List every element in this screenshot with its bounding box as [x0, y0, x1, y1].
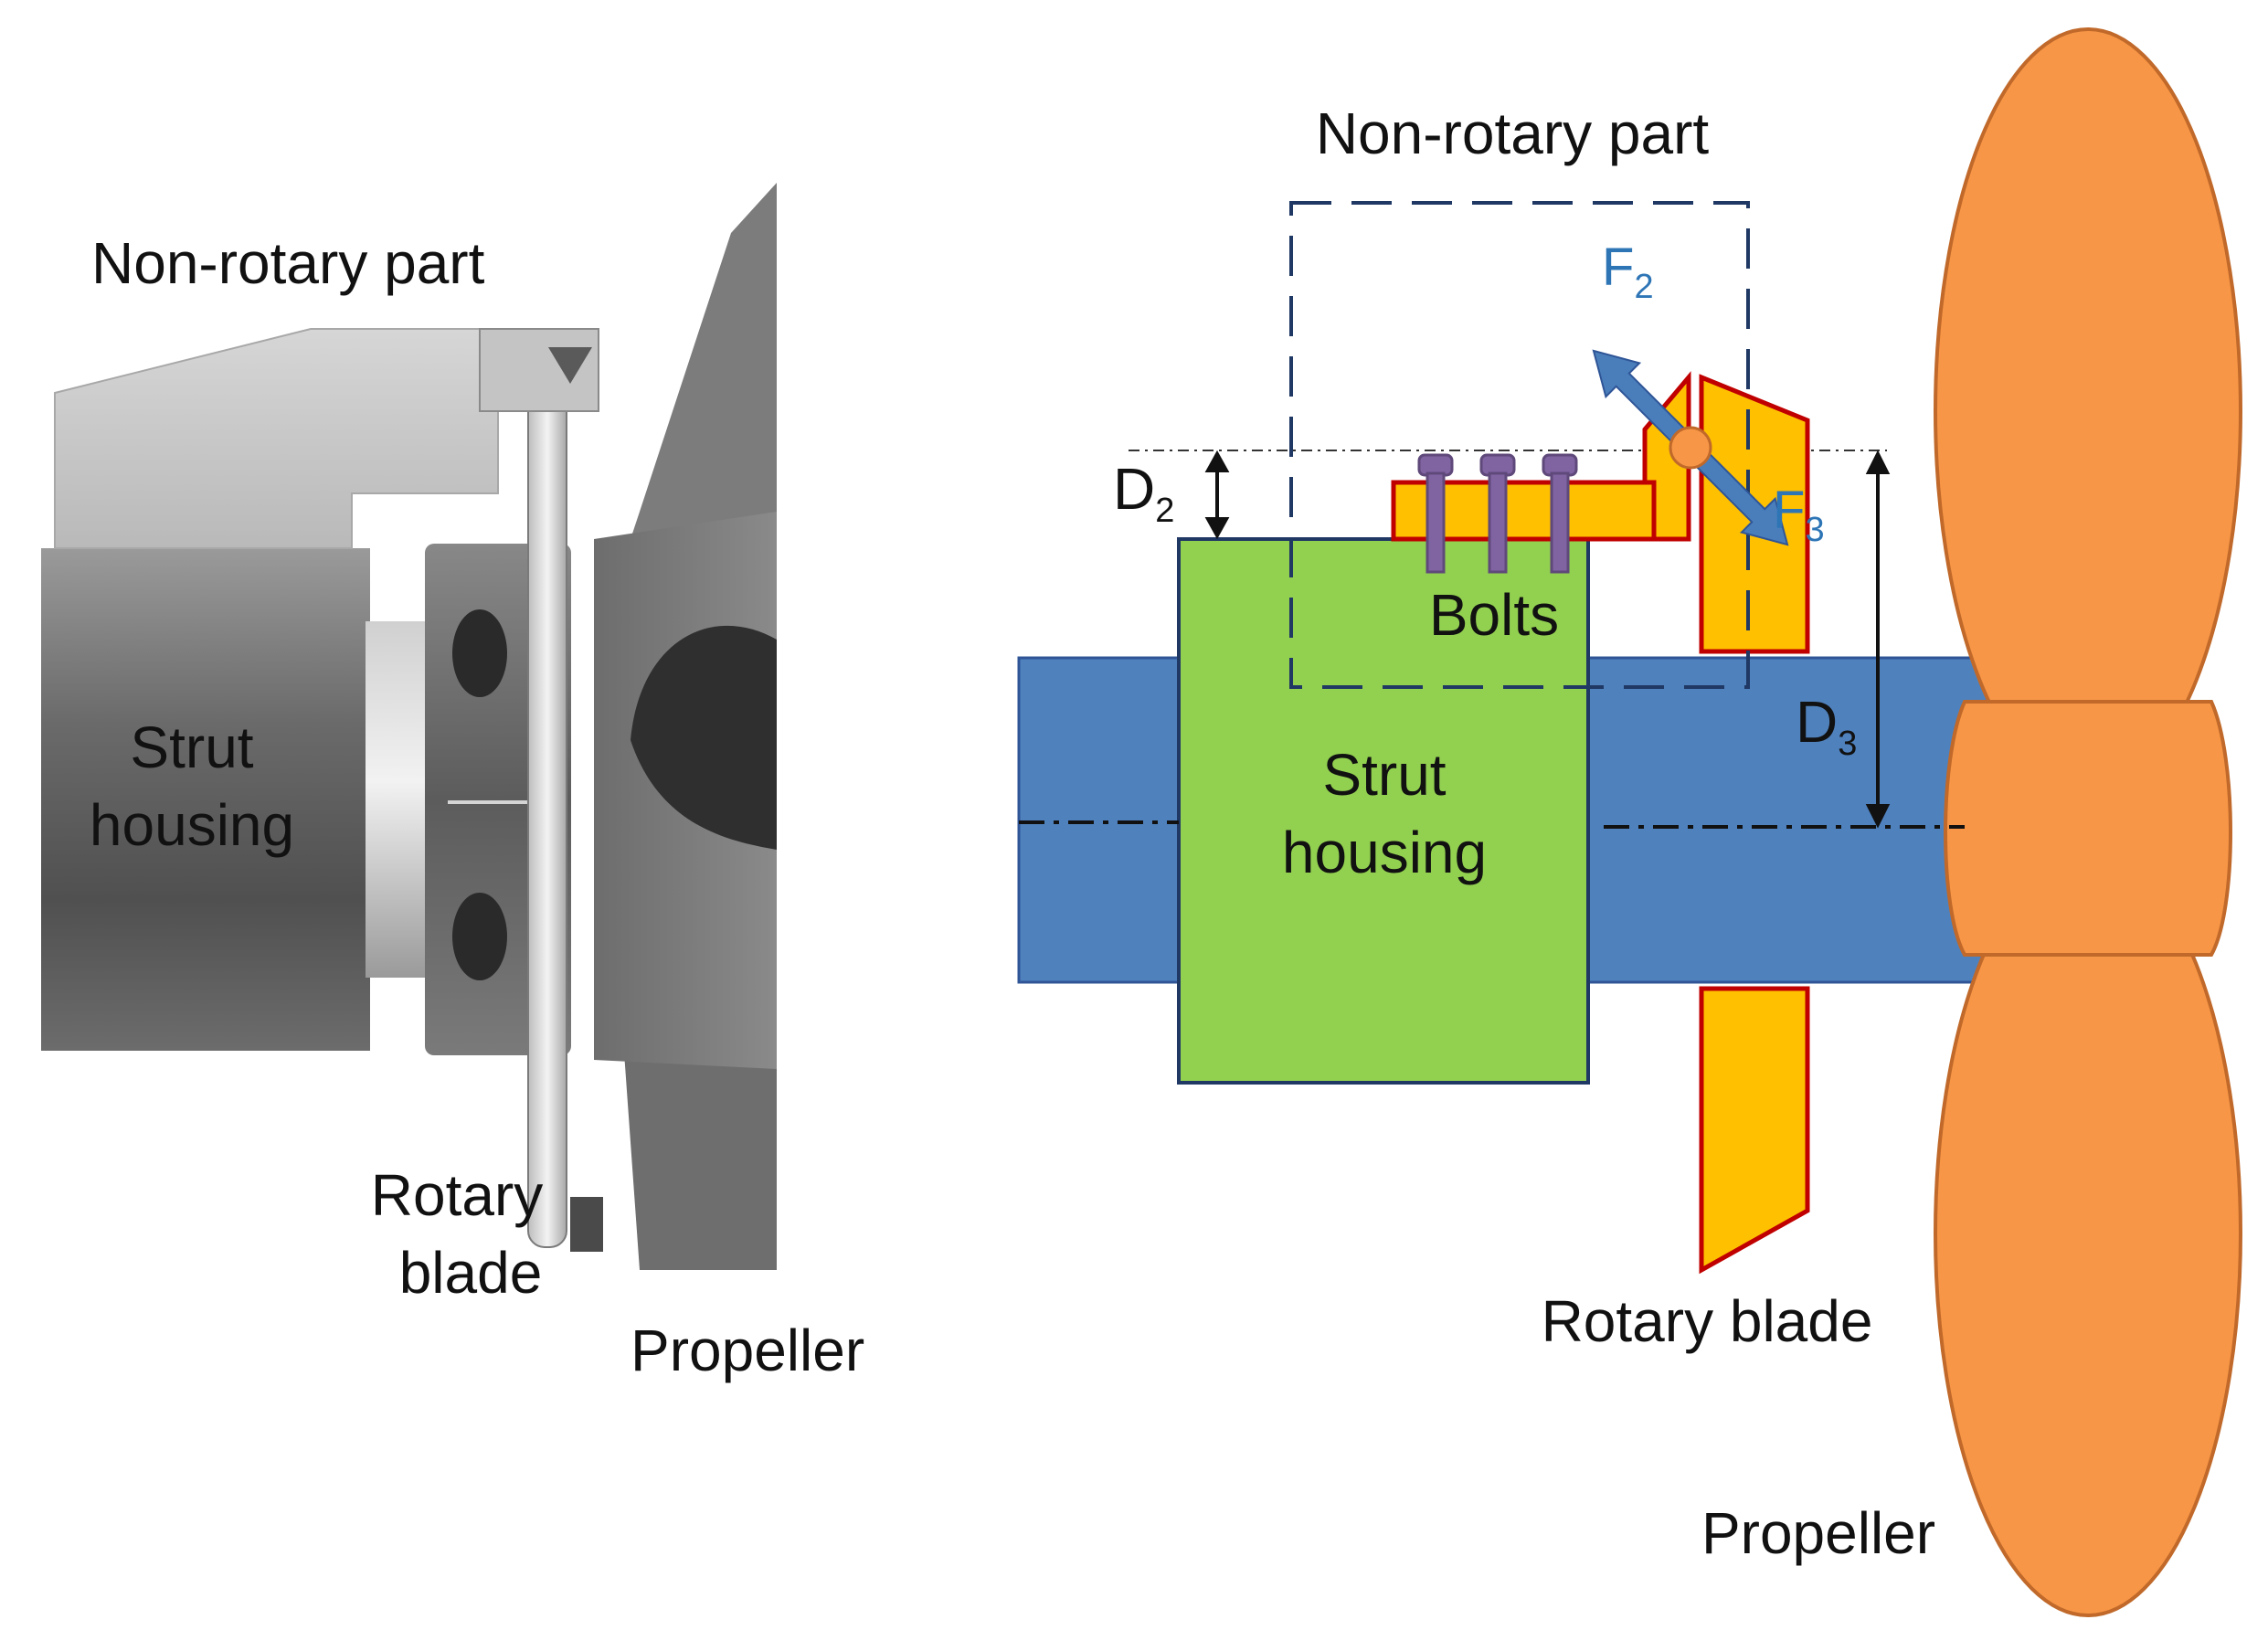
right-rotary-label: Rotary blade: [1542, 1288, 1873, 1354]
right-strut-label-1: Strut: [1322, 742, 1446, 808]
d3-label: D3: [1796, 689, 1857, 763]
bolts-label: Bolts: [1429, 582, 1559, 648]
rotary-blade-3d: [527, 342, 567, 1248]
right-strut-label-2: housing: [1282, 820, 1487, 885]
strut-housing-3d: [41, 548, 370, 1051]
propeller-hub-schematic: [1944, 700, 2232, 957]
collar-hole-lower: [452, 893, 507, 980]
d3-dimension: [1865, 450, 1891, 829]
strut-neck-band: [366, 621, 429, 978]
non-rotary-dashed-box: [1289, 201, 1750, 689]
left-propeller-label: Propeller: [631, 1318, 864, 1383]
left-rotary-label-2: blade: [399, 1240, 543, 1306]
bearing-icon: [548, 347, 592, 384]
bolts: [1417, 453, 1578, 574]
propeller-blade-lower: [621, 1014, 777, 1270]
bolt-shank-1: [1425, 471, 1446, 574]
rotary-blade-tip: [570, 1197, 603, 1252]
strut-housing-schematic: [1177, 537, 1590, 1085]
propeller-schematic: [1934, 27, 2242, 1617]
collar-hole-upper: [452, 609, 507, 697]
propeller-blade-upper: [621, 183, 777, 566]
left-strut-label-1: Strut: [130, 714, 253, 780]
pivot-point: [1669, 426, 1712, 470]
schematic: [1017, 27, 2242, 1617]
d2-dimension: [1204, 450, 1230, 540]
left-rotary-label-1: Rotary: [371, 1162, 544, 1228]
left-strut-label-2: housing: [90, 792, 294, 858]
propeller-blade-bottom: [1934, 850, 2242, 1617]
f2-label: F2: [1602, 238, 1654, 306]
right-propeller-label: Propeller: [1701, 1500, 1935, 1566]
left-non-rotary-label: Non-rotary part: [91, 230, 485, 296]
bolt-shank-2: [1488, 471, 1508, 574]
right-non-rotary-label: Non-rotary part: [1316, 101, 1710, 166]
d2-label: D2: [1113, 456, 1174, 530]
rotary-blade-lower: [1699, 986, 1810, 1275]
force-arrows: [1592, 349, 1789, 546]
hub-opening: [631, 625, 777, 850]
non-rotary-part-3d: [54, 328, 499, 549]
propeller-blade-top: [1934, 27, 2242, 795]
f3-label: F3: [1773, 481, 1825, 549]
cad-rendering: [41, 183, 777, 1270]
non-rotary-bracket: [479, 328, 599, 412]
bolt-shank-3: [1550, 471, 1570, 574]
